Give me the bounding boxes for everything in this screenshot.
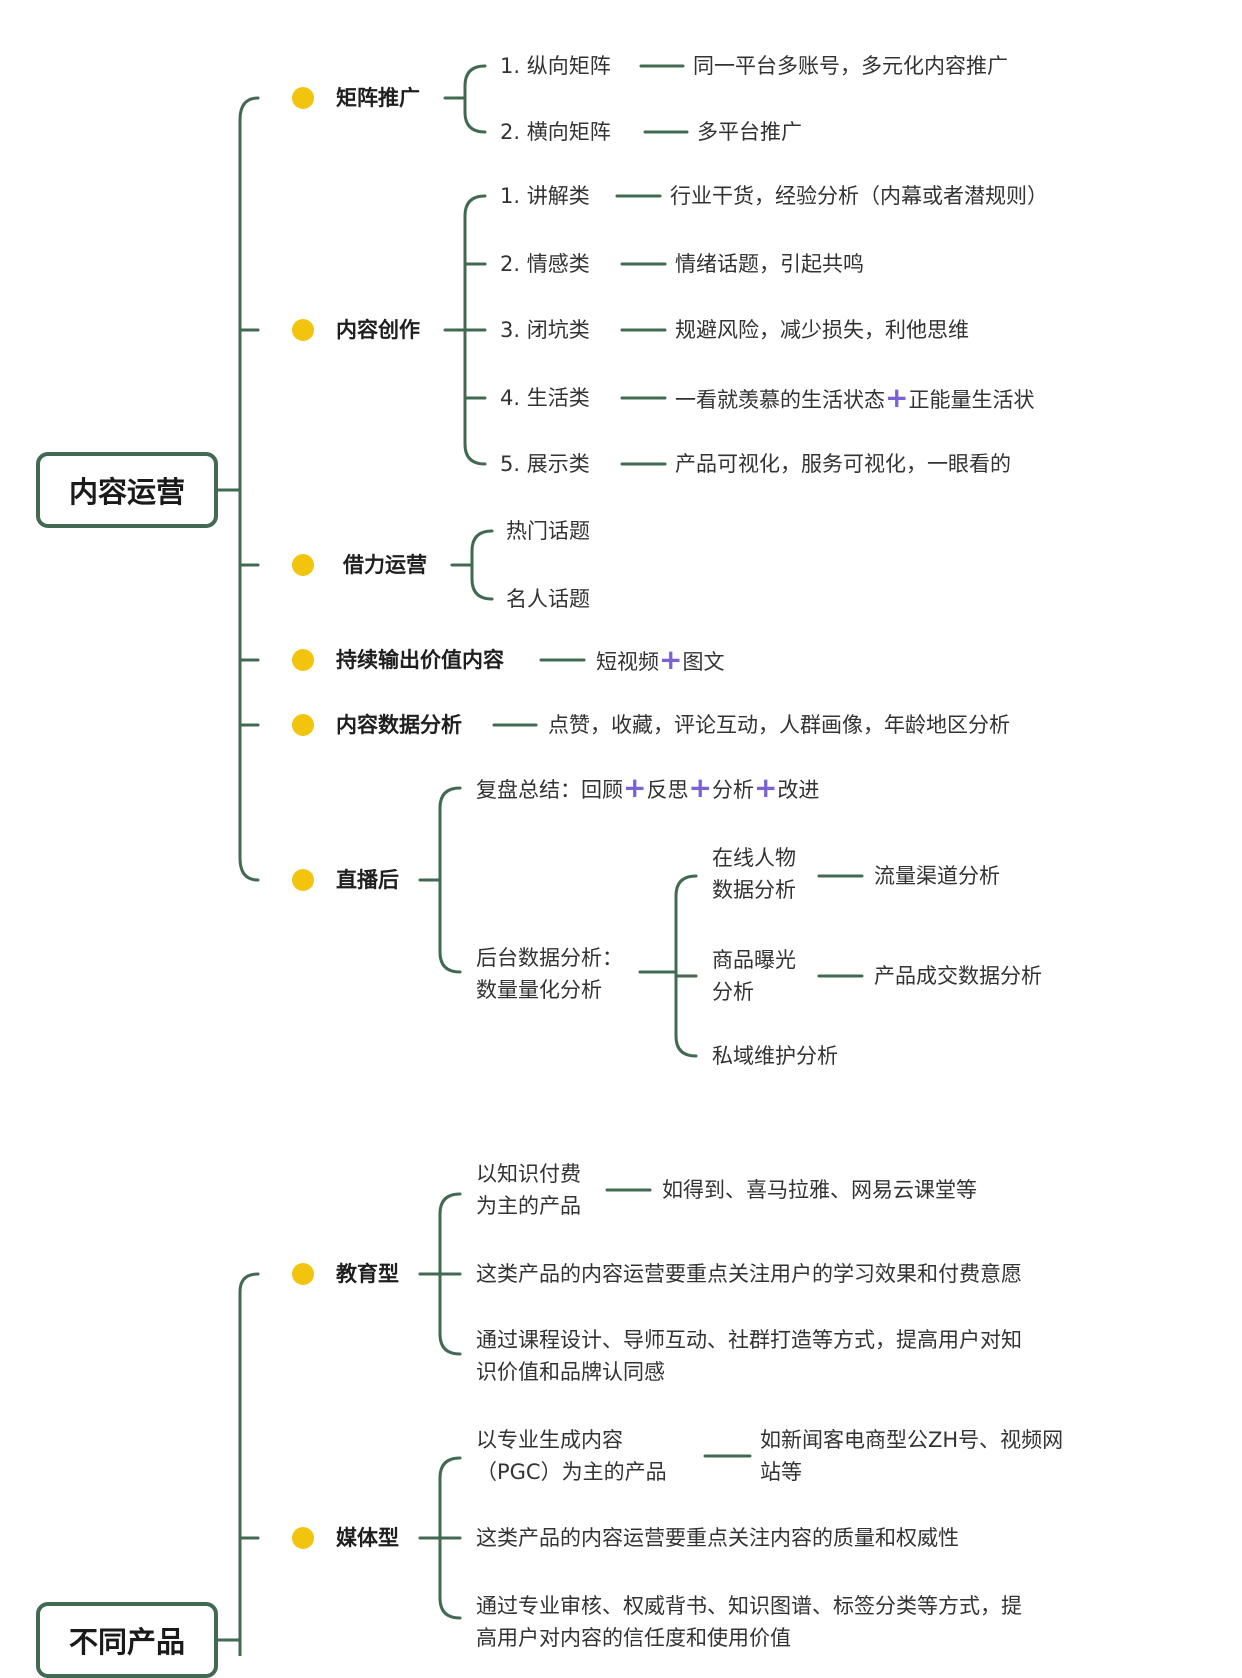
backend-item-2-line1[interactable]: 商品曝光 [712, 948, 796, 972]
plus-icon: + [885, 381, 909, 414]
borrow-item-hot-topics[interactable]: 热门话题 [506, 519, 590, 543]
education-item-3-line2[interactable]: 识价值和品牌认同感 [476, 1360, 665, 1384]
backend-item-3[interactable]: 私域维护分析 [712, 1044, 838, 1068]
media-item-2[interactable]: 这类产品的内容运营要重点关注内容的质量和权威性 [476, 1526, 959, 1550]
media-item-1-desc-line1[interactable]: 如新闻客电商型公ZH号、视频网 [760, 1428, 1064, 1452]
matrix-item-1-desc[interactable]: 同一平台多账号，多元化内容推广 [693, 54, 1008, 78]
bullet-dot-icon [292, 714, 314, 736]
plus-icon: + [753, 771, 778, 804]
education-item-2[interactable]: 这类产品的内容运营要重点关注用户的学习效果和付费意愿 [476, 1262, 1022, 1286]
backend-item-2-desc[interactable]: 产品成交数据分析 [874, 964, 1042, 988]
plus-icon: + [659, 643, 683, 676]
education-item-1-line1[interactable]: 以知识付费 [476, 1162, 581, 1186]
data-analysis-desc[interactable]: 点赞，收藏，评论互动，人群画像，年龄地区分析 [548, 713, 1010, 737]
backend-item-1-line2[interactable]: 数据分析 [712, 878, 796, 902]
bullet-dot-icon [292, 869, 314, 891]
branch-media[interactable]: 媒体型 [336, 1526, 399, 1550]
bullet-dot-icon [292, 1263, 314, 1285]
matrix-item-1[interactable]: 1. 纵向矩阵 [500, 54, 611, 78]
branch-borrow[interactable]: 借力运营 [343, 553, 427, 577]
backend-analysis-line1[interactable]: 后台数据分析： [476, 946, 623, 970]
creation-item-1-desc[interactable]: 行业干货，经验分析（内幕或者潜规则） [670, 184, 1048, 208]
branch-content-creation[interactable]: 内容创作 [336, 318, 420, 342]
after-live-review[interactable]: 复盘总结：回顾+反思+分析+改进 [476, 771, 820, 804]
creation-item-1[interactable]: 1. 讲解类 [500, 184, 590, 208]
creation-item-5-desc[interactable]: 产品可视化，服务可视化，一眼看的 [675, 452, 1011, 476]
bullet-dot-icon [292, 1527, 314, 1549]
matrix-item-2[interactable]: 2. 横向矩阵 [500, 120, 611, 144]
continuous-desc[interactable]: 短视频+图文 [596, 643, 725, 676]
branch-education[interactable]: 教育型 [336, 1262, 399, 1286]
backend-analysis-line2[interactable]: 数量量化分析 [476, 978, 602, 1002]
borrow-item-celebrity-topics[interactable]: 名人话题 [506, 587, 590, 611]
creation-item-4-desc[interactable]: 一看就羡慕的生活状态+正能量生活状 [675, 381, 1035, 414]
media-item-1-line2[interactable]: （PGC）为主的产品 [476, 1460, 667, 1484]
bullet-dot-icon [292, 319, 314, 341]
branch-data-analysis[interactable]: 内容数据分析 [336, 713, 462, 737]
plus-icon: + [688, 771, 712, 804]
media-item-1-line1[interactable]: 以专业生成内容 [476, 1428, 623, 1452]
creation-item-2-desc[interactable]: 情绪话题，引起共鸣 [675, 252, 864, 276]
backend-item-1-desc[interactable]: 流量渠道分析 [874, 864, 1000, 888]
root-node-content-operation[interactable]: 内容运营 [36, 452, 218, 528]
education-item-3-line1[interactable]: 通过课程设计、导师互动、社群打造等方式，提高用户对知 [476, 1328, 1022, 1352]
education-item-1-line2[interactable]: 为主的产品 [476, 1194, 581, 1218]
creation-item-5[interactable]: 5. 展示类 [500, 452, 590, 476]
backend-item-1-line1[interactable]: 在线人物 [712, 846, 796, 870]
plus-icon: + [623, 771, 647, 804]
root-node-different-products[interactable]: 不同产品 [36, 1602, 218, 1678]
creation-item-2[interactable]: 2. 情感类 [500, 252, 590, 276]
creation-item-3-desc[interactable]: 规避风险，减少损失，利他思维 [675, 318, 969, 342]
bullet-dot-icon [292, 649, 314, 671]
backend-item-2-line2[interactable]: 分析 [712, 980, 754, 1004]
branch-matrix[interactable]: 矩阵推广 [336, 86, 420, 110]
media-item-3-line2[interactable]: 高用户对内容的信任度和使用价值 [476, 1626, 791, 1650]
bullet-dot-icon [292, 87, 314, 109]
branch-continuous-output[interactable]: 持续输出价值内容 [336, 648, 504, 672]
bullet-dot-icon [292, 554, 314, 576]
matrix-item-2-desc[interactable]: 多平台推广 [697, 120, 802, 144]
branch-after-live[interactable]: 直播后 [336, 868, 399, 892]
creation-item-3[interactable]: 3. 闭坑类 [500, 318, 590, 342]
media-item-1-desc-line2[interactable]: 站等 [760, 1460, 802, 1484]
creation-item-4[interactable]: 4. 生活类 [500, 386, 590, 410]
education-item-1-desc[interactable]: 如得到、喜马拉雅、网易云课堂等 [662, 1178, 977, 1202]
media-item-3-line1[interactable]: 通过专业审核、权威背书、知识图谱、标签分类等方式，提 [476, 1594, 1022, 1618]
